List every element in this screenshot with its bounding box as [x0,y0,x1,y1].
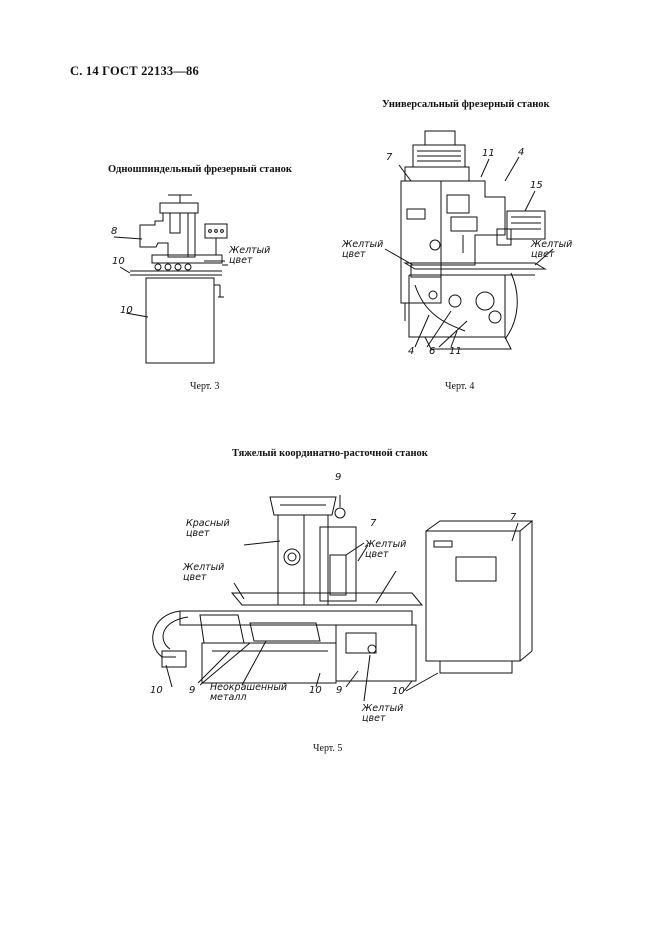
fig5-yellow-left-label: Желтый цвет [183,562,225,583]
fig4-label-4-top: 4 [518,147,525,158]
page-header: С. 14 ГОСТ 22133—86 [70,64,199,78]
fig4-label-11-top: 11 [482,148,495,159]
fig4-label-11-bottom: 11 [449,346,462,357]
fig5-title: Тяжелый координатно-расточной станок [232,448,428,459]
fig4-label-4-bottom: 4 [408,346,415,357]
fig5-label-7a: 7 [370,518,377,529]
fig4-caption: Черт. 4 [445,381,475,392]
fig4-label-7: 7 [386,152,393,163]
fig5-unpainted-label: Неокрашенный металл [210,682,288,703]
fig3-label-10a: 10 [112,256,125,267]
fig5-drawing [140,475,540,705]
fig4-yellow-left-label: Желтый цвет [342,239,384,260]
fig3-drawing [100,185,300,370]
fig5-label-10-right: 10 [392,686,405,697]
fig5-label-10-left: 10 [150,685,163,696]
fig3-label-8: 8 [111,226,118,237]
fig4-drawing [385,125,575,370]
fig5-caption: Черт. 5 [313,743,343,754]
fig4-label-15: 15 [530,180,543,191]
fig4-label-6: 6 [429,346,436,357]
fig5-yellow-bottom-label: Желтый цвет [362,703,404,724]
fig4-title: Универсальный фрезерный станок [382,99,550,110]
fig5-yellow-top-label: Желтый цвет [365,539,407,560]
fig3-title: Одношпиндельный фрезерный станок [108,164,292,175]
fig5-red-label: Красный цвет [186,518,230,539]
fig3-caption: Черт. 3 [190,381,220,392]
fig5-label-9a: 9 [189,685,196,696]
fig3-label-10b: 10 [120,305,133,316]
fig5-label-7b: 7 [510,512,517,523]
fig3-yellow-label: Желтый цвет [229,245,271,266]
fig4-yellow-right-label: Желтый цвет [531,239,573,260]
fig5-label-9b: 9 [336,685,343,696]
fig5-label-9-top: 9 [335,472,342,483]
fig5-label-10-mid: 10 [309,685,322,696]
